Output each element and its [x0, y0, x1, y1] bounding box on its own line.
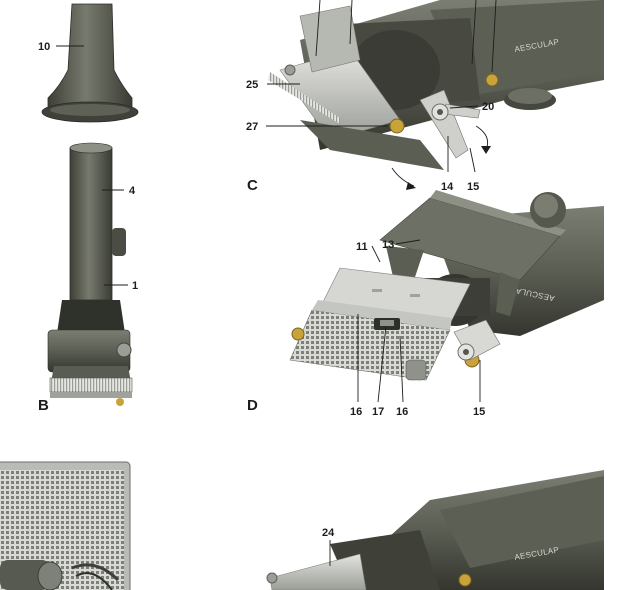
panel-label-b: B — [38, 397, 49, 414]
callout-1: 1 — [132, 280, 138, 292]
sterile-tray-illustration — [0, 461, 131, 590]
callout-16-right: 16 — [396, 406, 408, 418]
callout-16-left: 16 — [350, 406, 362, 418]
panel-label-c: C — [247, 177, 258, 194]
callout-20: 20 — [482, 101, 494, 113]
callout-14: 14 — [441, 181, 454, 193]
panel-b-illustration — [41, 3, 139, 406]
callout-17: 17 — [372, 406, 384, 418]
callout-25: 25 — [246, 79, 258, 91]
callout-15-d: 15 — [473, 406, 485, 418]
callout-15-c: 15 — [467, 181, 479, 193]
callout-27: 27 — [246, 121, 258, 133]
panel-d-illustration: AESCULAP — [289, 190, 604, 381]
callout-leaders — [56, 0, 497, 566]
panel-label-d: D — [247, 397, 258, 414]
bottom-head-illustration: AESCULAP — [266, 470, 604, 590]
callout-24: 24 — [322, 527, 335, 539]
callout-13: 13 — [382, 239, 394, 251]
callout-10: 10 — [38, 41, 50, 53]
callout-4: 4 — [129, 185, 136, 197]
panel-c-illustration: AESCULAP — [268, 0, 604, 190]
callout-11: 11 — [356, 241, 368, 253]
